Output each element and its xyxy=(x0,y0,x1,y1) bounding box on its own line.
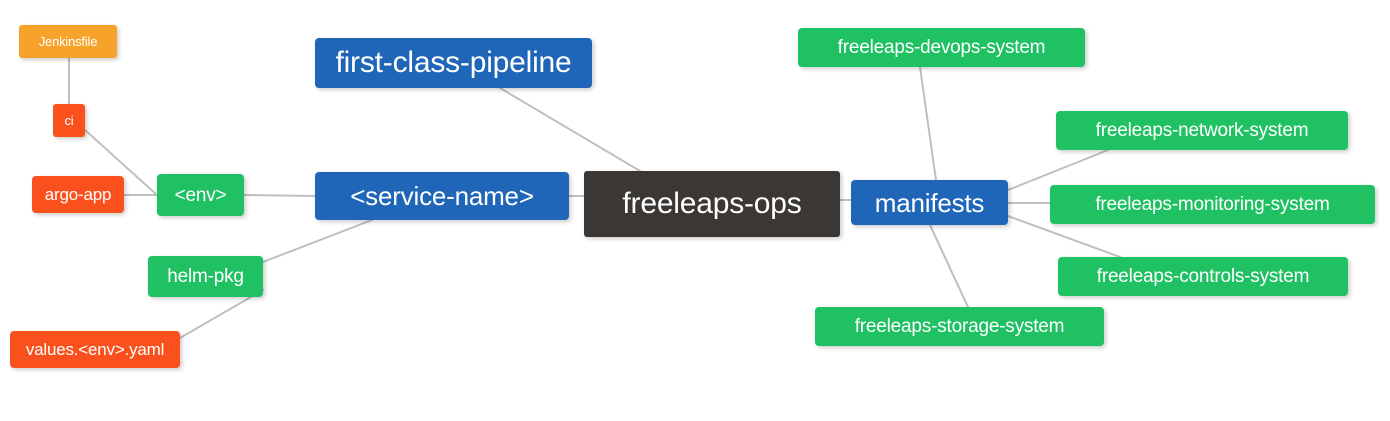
node-helm-pkg[interactable]: helm-pkg xyxy=(148,256,263,297)
node-freeleaps-controls-system[interactable]: freeleaps-controls-system xyxy=(1058,257,1348,296)
node-label-first-class-pipeline: first-class-pipeline xyxy=(335,46,572,79)
edge-helm-pkg-to-service-name xyxy=(262,219,373,263)
node-freeleaps-devops-system[interactable]: freeleaps-devops-system xyxy=(798,28,1085,67)
node-service-name[interactable]: <service-name> xyxy=(315,172,569,220)
node-values-yaml[interactable]: values.<env>.yaml xyxy=(10,331,180,368)
node-jenkinsfile[interactable]: Jenkinsfile xyxy=(19,25,117,58)
node-label-freeleaps-monitoring-system: freeleaps-monitoring-system xyxy=(1095,194,1330,215)
node-label-freeleaps-ops: freeleaps-ops xyxy=(622,187,802,220)
node-argo-app[interactable]: argo-app xyxy=(32,176,124,213)
node-label-freeleaps-network-system: freeleaps-network-system xyxy=(1095,120,1309,141)
node-label-jenkinsfile: Jenkinsfile xyxy=(38,34,98,49)
edge-first-class-pipeline-to-freeleaps-ops xyxy=(499,87,641,172)
node-label-env: <env> xyxy=(174,184,227,206)
node-label-freeleaps-controls-system: freeleaps-controls-system xyxy=(1096,266,1310,287)
edge-manifests-to-freeleaps-network-system xyxy=(1007,149,1109,191)
node-label-helm-pkg: helm-pkg xyxy=(167,266,244,287)
edge-manifests-to-freeleaps-storage-system xyxy=(929,224,969,308)
node-label-manifests: manifests xyxy=(874,187,985,218)
edge-env-to-service-name xyxy=(243,194,316,197)
node-label-service-name: <service-name> xyxy=(350,181,534,211)
node-freeleaps-ops[interactable]: freeleaps-ops xyxy=(584,171,840,237)
node-freeleaps-network-system[interactable]: freeleaps-network-system xyxy=(1056,111,1348,150)
edge-manifests-to-freeleaps-devops-system xyxy=(919,66,937,181)
node-freeleaps-storage-system[interactable]: freeleaps-storage-system xyxy=(815,307,1104,346)
node-env[interactable]: <env> xyxy=(157,174,244,216)
node-label-freeleaps-devops-system: freeleaps-devops-system xyxy=(837,37,1046,58)
node-manifests[interactable]: manifests xyxy=(851,180,1008,225)
node-first-class-pipeline[interactable]: first-class-pipeline xyxy=(315,38,592,88)
node-label-ci: ci xyxy=(64,113,74,128)
node-freeleaps-monitoring-system[interactable]: freeleaps-monitoring-system xyxy=(1050,185,1375,224)
node-label-argo-app: argo-app xyxy=(44,185,112,204)
node-label-freeleaps-storage-system: freeleaps-storage-system xyxy=(854,316,1065,337)
node-ci[interactable]: ci xyxy=(53,104,85,137)
node-label-values-yaml: values.<env>.yaml xyxy=(25,340,165,359)
edge-values-yaml-to-helm-pkg xyxy=(179,289,264,339)
